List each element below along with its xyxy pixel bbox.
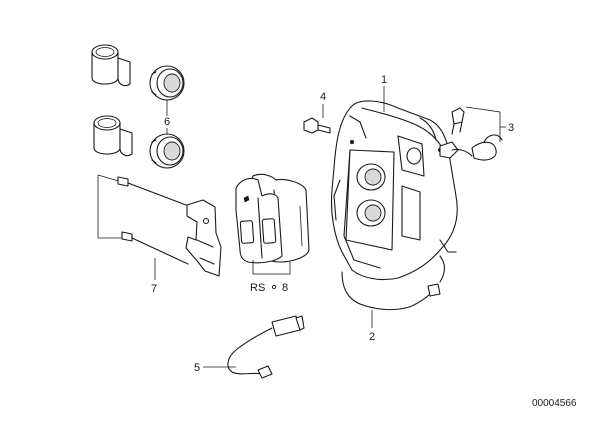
diagram-number: 00004566 [532,398,577,409]
label-part-3: 3 [508,122,514,134]
label-part-5: 5 [194,362,200,374]
brake-pad-front[interactable] [235,177,283,264]
wear-sensor-wire[interactable] [97,174,189,265]
label-part-1: 1 [381,74,387,86]
label-part-7: 7 [151,283,157,295]
bolt[interactable] [303,117,331,134]
bleed-screw[interactable] [439,107,503,161]
spring-clip[interactable] [185,199,222,277]
piston-lower[interactable] [93,115,133,157]
label-part-4: 4 [320,91,326,103]
piston-upper[interactable] [91,44,131,87]
piston-seal-lower[interactable] [149,133,185,169]
pad-wear-sensor[interactable] [227,315,305,379]
label-part-8: 8 [282,282,288,294]
brake-caliper[interactable] [330,100,458,281]
label-part-6: 6 [164,116,170,128]
label-part-2: 2 [369,331,375,343]
label-separator-dot [271,284,276,289]
label-rs: RS [250,282,265,294]
piston-seal-upper[interactable] [149,65,185,101]
caliper-wear-sensor-line[interactable] [341,255,446,311]
